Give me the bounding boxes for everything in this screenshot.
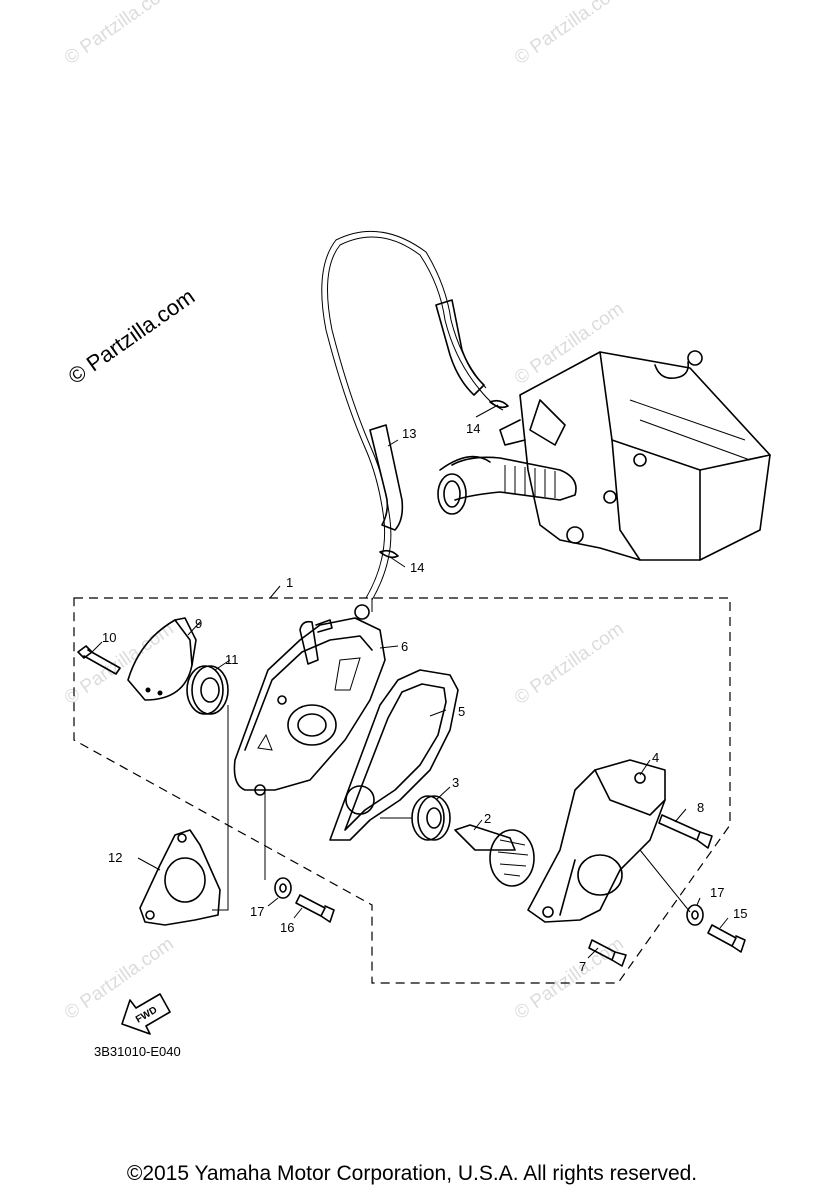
- watermark-faint: © Partzilla.com: [511, 298, 628, 389]
- washer-17: [274, 877, 292, 899]
- watermark-faint: © Partzilla.com: [511, 933, 628, 1024]
- callout-13: 13: [402, 426, 416, 441]
- pump-housing-6: [233, 604, 386, 796]
- bolt-8: [658, 814, 713, 849]
- callout-17-right: 17: [710, 885, 724, 900]
- bearing-11: [186, 665, 229, 715]
- watermark-faint: © Partzilla.com: [61, 618, 178, 709]
- pump-cover-4: [527, 759, 666, 923]
- seal-3: [411, 795, 451, 841]
- callout-9: 9: [195, 616, 202, 631]
- hose: [321, 230, 509, 601]
- gasket-5: [329, 669, 459, 841]
- watermark-main: © Partzilla.com: [64, 284, 200, 390]
- washer-17: [686, 904, 704, 926]
- callout-11: 11: [225, 652, 239, 667]
- assembly-boundary: [73, 597, 731, 984]
- callout-15: 15: [733, 906, 747, 921]
- watermark-faint: © Partzilla.com: [61, 933, 178, 1024]
- callout-14-lower: 14: [410, 560, 424, 575]
- callout-1: 1: [286, 575, 293, 590]
- callout-5: 5: [458, 704, 465, 719]
- callout-7: 7: [579, 959, 586, 974]
- callout-10: 10: [102, 630, 116, 645]
- plate-9: [127, 617, 197, 701]
- leader-lines: [91, 404, 729, 959]
- callout-14-upper: 14: [466, 421, 480, 436]
- callouts: 1 2 3 4 5 6 7 8 9 10 11 12 13 14 14 15 1…: [102, 421, 747, 974]
- callout-17-left: 17: [250, 904, 264, 919]
- callout-16: 16: [280, 920, 294, 935]
- callout-8: 8: [697, 800, 704, 815]
- watermark-faint: © Partzilla.com: [61, 0, 178, 69]
- callout-3: 3: [452, 775, 459, 790]
- bolt-7: [588, 939, 627, 967]
- watermark-faint: © Partzilla.com: [511, 618, 628, 709]
- bolt-16: [295, 894, 335, 923]
- impeller-2: [454, 824, 535, 887]
- watermark-layer: © Partzilla.com © Partzilla.com © Partzi…: [61, 0, 628, 1024]
- air-box: [437, 350, 771, 561]
- callout-2: 2: [484, 811, 491, 826]
- callout-4: 4: [652, 750, 659, 765]
- fwd-arrow: FWD: [121, 993, 171, 1035]
- copyright-notice: ©2015 Yamaha Motor Corporation, U.S.A. A…: [126, 1162, 698, 1185]
- bolt-15: [707, 924, 746, 953]
- callout-12: 12: [108, 850, 122, 865]
- watermark-faint: © Partzilla.com: [511, 0, 628, 69]
- diagram-code: 3B31010-E040: [94, 1044, 181, 1059]
- callout-6: 6: [401, 639, 408, 654]
- gasket-12: [139, 829, 221, 926]
